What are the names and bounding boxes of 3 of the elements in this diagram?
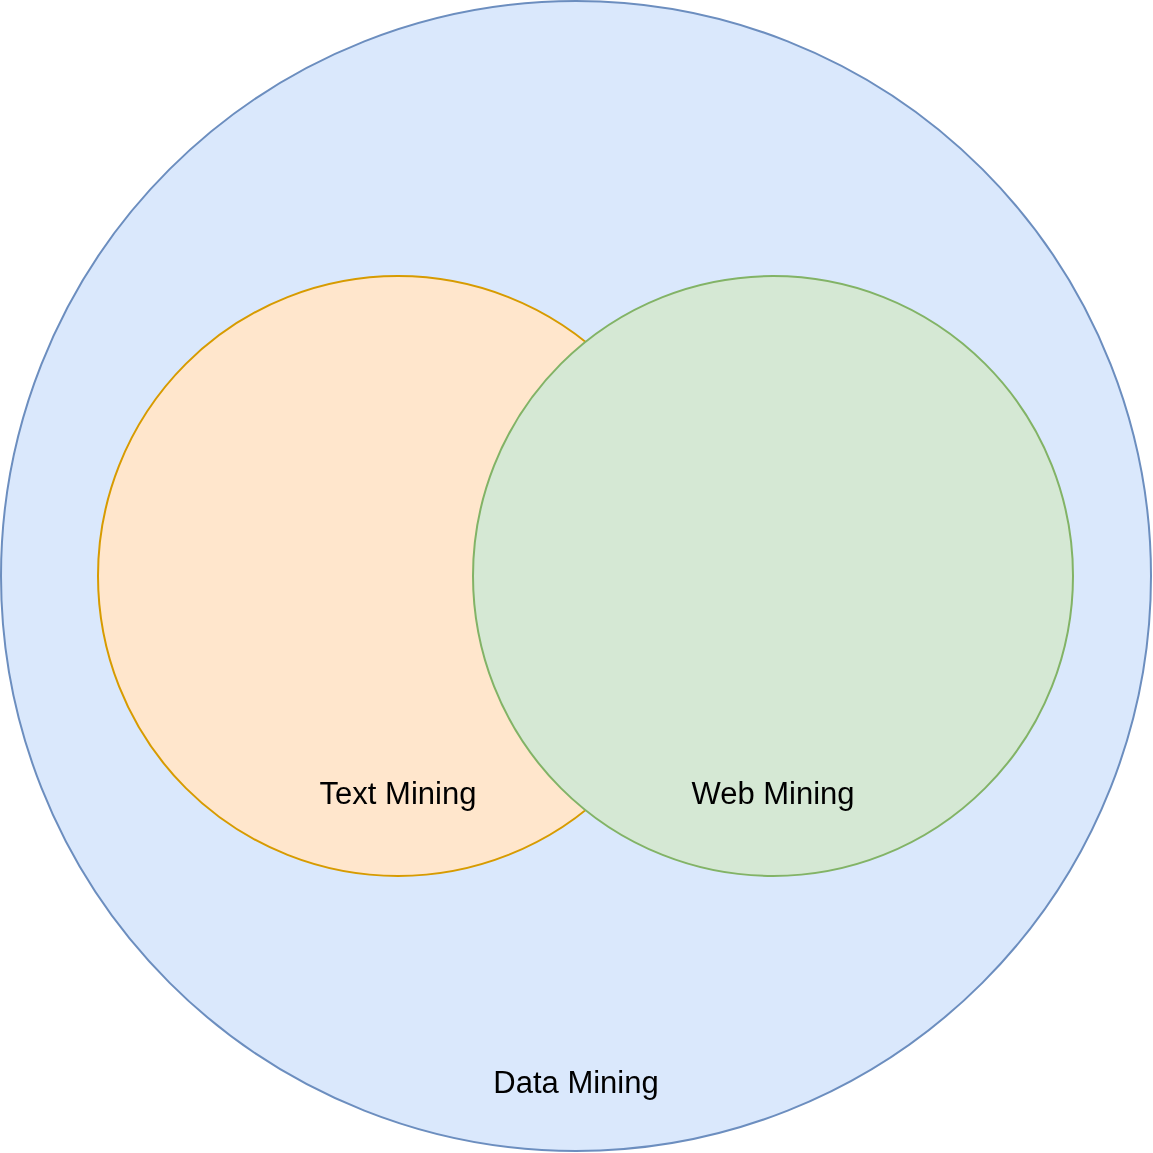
circle-label: Data Mining — [492, 1064, 660, 1102]
circle-label: Text Mining — [318, 775, 478, 813]
circle-label: Web Mining — [690, 775, 856, 813]
